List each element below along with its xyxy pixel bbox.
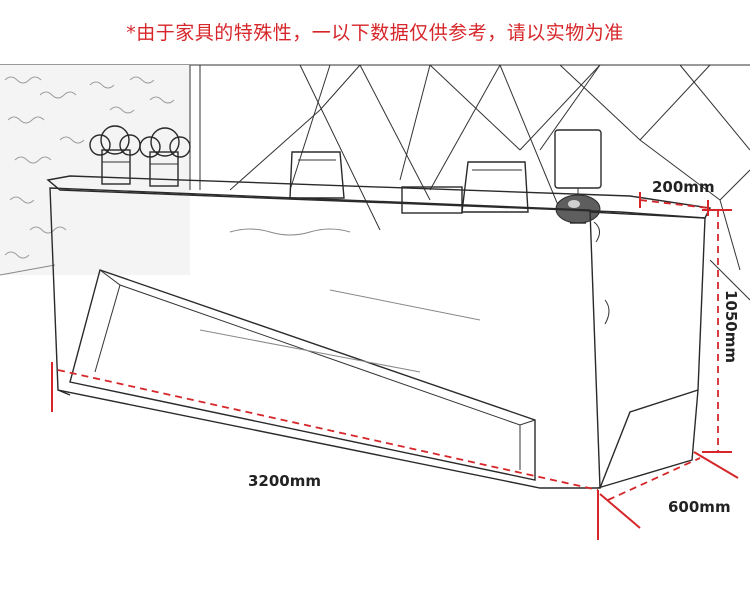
office-chair-right [461,161,529,213]
monitor [401,186,463,214]
plant-wall-texture [0,65,201,276]
disclaimer-notice: *由于家具的特殊性，一以下数据仅供参考，请以实物为准 [126,22,624,44]
office-chair-left [289,151,345,199]
dimension-length-label: 3200mm [248,472,321,490]
flower-pot-right [139,127,191,187]
dimension-3200-line [51,362,599,540]
dimension-600-line [599,451,739,529]
dimension-height-label: 1050mm [722,290,740,363]
dimension-depth-label: 600mm [668,498,731,516]
dimension-top-ledge-label: 200mm [652,178,715,196]
background-wall-facets [0,64,750,301]
dimension-200-line [639,192,709,216]
